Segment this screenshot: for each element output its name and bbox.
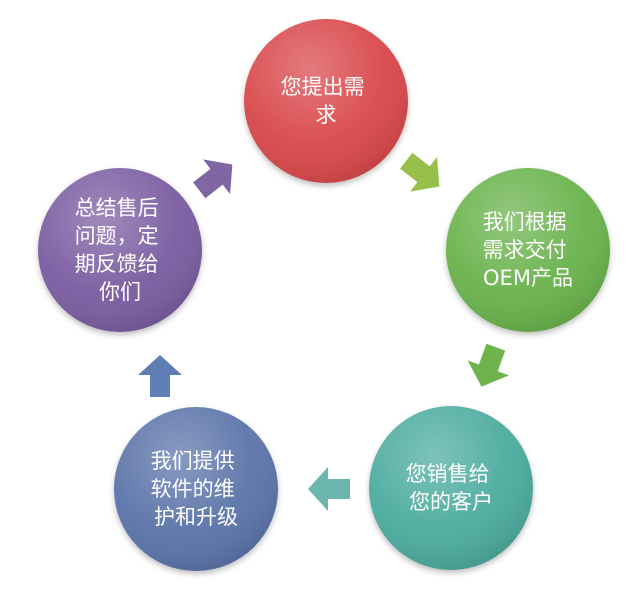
node-support: 我们提供 软件的维 护和升级	[114, 407, 278, 571]
node-sell-line-1: 您销售给	[406, 462, 490, 486]
arrow-feedback-to-request	[193, 159, 233, 199]
svg-text:我们提供 软件的维 护和升级: 我们提供 软件的维 护和升级	[151, 449, 242, 529]
svg-text:您提出需 求: 您提出需 求	[281, 75, 372, 127]
node-deliver-line-2: 需求交付	[483, 238, 567, 262]
svg-text:总结售后 问题，定 期反馈给: 总结售后 问题，定 期反馈给 你们	[75, 196, 166, 304]
node-request-line-2: 求	[316, 103, 337, 127]
node-feedback-line-3: 期反馈给	[75, 252, 159, 276]
svg-text:您销售给 您的客户: 您销售给 您的客户	[406, 462, 497, 514]
node-support-line-2: 软件的维	[151, 477, 235, 501]
arrow-deliver-to-sell	[467, 343, 509, 387]
node-support-line-1: 我们提供	[151, 449, 235, 473]
node-feedback-line-1: 总结售后	[75, 196, 159, 220]
node-deliver-line-3: OEM产品	[483, 266, 573, 290]
svg-text:我们根据 需求交付 OEM产品: 我们根据 需求交付 OEM产品	[483, 210, 574, 290]
arrow-request-to-deliver	[400, 152, 440, 192]
node-sell: 您销售给 您的客户	[369, 406, 533, 570]
node-request-line-1: 您提出需	[281, 75, 365, 99]
node-deliver-line-1: 我们根据	[483, 210, 567, 234]
node-feedback-line-2: 问题，定	[75, 224, 159, 248]
node-feedback: 总结售后 问题，定 期反馈给 你们	[38, 168, 202, 332]
arrow-sell-to-support	[308, 467, 350, 511]
node-sell-line-2: 您的客户	[409, 490, 493, 514]
node-feedback-line-4: 你们	[99, 280, 141, 304]
node-request: 您提出需 求	[244, 19, 408, 183]
node-deliver: 我们根据 需求交付 OEM产品	[446, 168, 610, 332]
node-support-line-3: 护和升级	[154, 505, 238, 529]
arrow-support-to-feedback	[138, 355, 182, 397]
